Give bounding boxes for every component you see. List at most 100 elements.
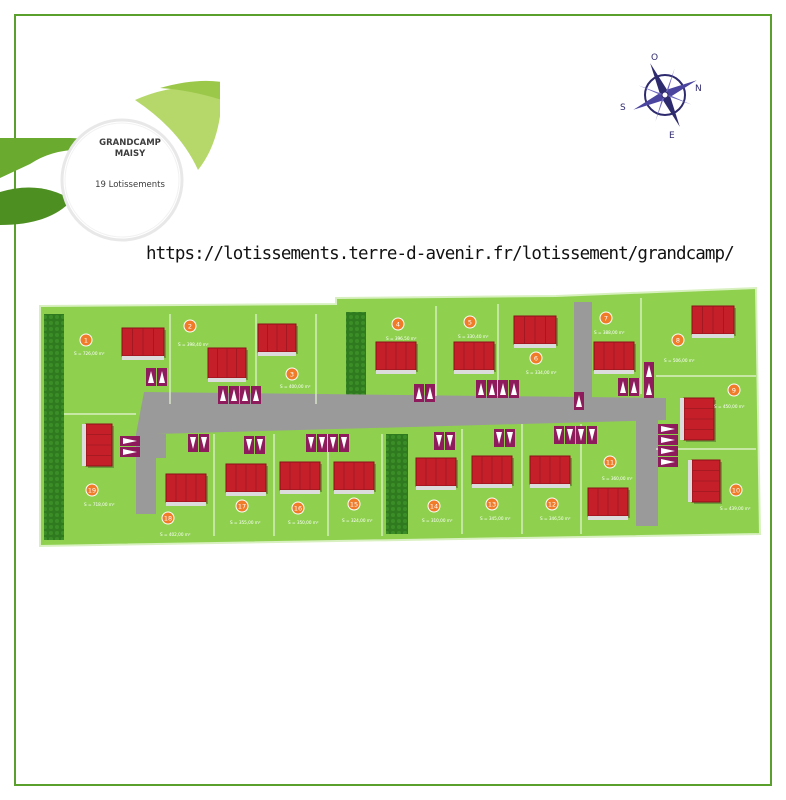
parking-space xyxy=(644,380,654,398)
parking-space xyxy=(618,378,628,396)
parking-space xyxy=(445,432,455,450)
logo-town-line2: MAISY xyxy=(114,149,146,159)
lot-number-badge xyxy=(727,383,741,397)
parking-space xyxy=(317,434,327,452)
house-roof xyxy=(471,455,514,488)
lot-area: S = 718,00 m² xyxy=(84,502,115,507)
internal-road xyxy=(136,302,666,526)
lot-number: 16 xyxy=(294,505,302,513)
lot-14[interactable]: 14S = 310,00 m² xyxy=(422,499,453,523)
parking-space xyxy=(509,380,519,398)
lot-number: 11 xyxy=(606,459,614,467)
lot-number: 13 xyxy=(488,501,496,509)
lot-number: 4 xyxy=(396,321,400,329)
lot-6[interactable]: 6S = 334,00 m² xyxy=(526,351,557,375)
parking-space xyxy=(251,386,261,404)
lot-1[interactable]: 1 S = 726,00 m² xyxy=(74,333,105,356)
logo-town-name: GRANDCAMP MAISY xyxy=(60,138,200,160)
logo-lots-count: 19 Lotissements xyxy=(95,180,165,190)
lot-area: S = 334,00 m² xyxy=(526,370,557,375)
lot-11[interactable]: 11S = 360,00 m² xyxy=(602,455,633,481)
lot-number: 3 xyxy=(290,371,294,379)
house-roof xyxy=(680,397,716,442)
parking-space xyxy=(306,434,316,452)
compass-west-label: O xyxy=(651,53,658,63)
lot-16[interactable]: 16S = 350,00 m² xyxy=(288,501,319,525)
lot-13[interactable]: 13S = 345,00 m² xyxy=(480,497,511,521)
lot-area: S = 330,40 m² xyxy=(458,334,489,339)
lot-number-badge xyxy=(391,317,405,331)
parking-space xyxy=(425,384,435,402)
lot-number: 18 xyxy=(164,515,172,523)
lot-number-badge xyxy=(603,455,617,469)
lot-15[interactable]: 15S = 324,00 m² xyxy=(342,497,373,523)
lot-area: S = 310,00 m² xyxy=(422,518,453,523)
parking-space xyxy=(476,380,486,398)
hedge-center-north xyxy=(346,312,366,404)
page-frame xyxy=(14,14,772,786)
house-roof xyxy=(593,341,636,374)
lot-labels: 1 S = 726,00 m² 2S = 398,40 m² 3 S = 400,00 … xyxy=(74,311,751,537)
parking-space xyxy=(629,378,639,396)
lot-17[interactable]: 17 S = 355,00 m² xyxy=(230,499,261,525)
lot-number: 1 xyxy=(84,337,88,345)
lot-18[interactable]: 18 S = 402,00 m² xyxy=(160,511,191,537)
house-roof xyxy=(529,455,572,488)
parking-space xyxy=(498,380,508,398)
lot-number-badge xyxy=(183,319,197,333)
lot-2[interactable]: 2S = 398,40 m² xyxy=(178,319,209,347)
parking-space xyxy=(414,384,424,402)
house-roof xyxy=(257,323,298,356)
lot-area: S = 324,00 m² xyxy=(342,518,373,523)
lot-19[interactable]: 19S = 718,00 m² xyxy=(84,483,115,507)
house-roof xyxy=(207,347,248,382)
parking-space xyxy=(146,368,156,386)
parking-space xyxy=(658,457,678,467)
parking-space xyxy=(487,380,497,398)
lot-number-badge xyxy=(161,511,175,525)
house-roof xyxy=(688,459,722,504)
lot-4[interactable]: 4 S = 396,50 m² xyxy=(386,317,417,341)
lot-3[interactable]: 3 S = 400,00 m² xyxy=(280,367,311,389)
lot-10[interactable]: 10S = 439,00 m² xyxy=(720,483,751,511)
parking-space xyxy=(339,434,349,452)
lot-area: S = 450,00 m² xyxy=(714,404,745,409)
grandcamp-logo xyxy=(0,80,220,242)
compass-east-label: E xyxy=(669,131,675,141)
lot-number-badge xyxy=(79,333,93,347)
lot-area: S = 396,50 m² xyxy=(386,336,417,341)
site-url[interactable]: https://lotissements.terre-d-avenir.fr/l… xyxy=(146,244,735,264)
lot-number-badge xyxy=(463,315,477,329)
parking-space xyxy=(644,362,654,380)
lot-area: S = 726,00 m² xyxy=(74,351,105,356)
lot-number-badge xyxy=(599,311,613,325)
parking-space xyxy=(494,429,504,447)
lot-9[interactable]: 9S = 450,00 m² xyxy=(714,383,745,409)
lot-number: 8 xyxy=(676,337,680,345)
house-roof xyxy=(165,473,208,506)
parking-space xyxy=(587,426,597,444)
lot-number: 5 xyxy=(468,319,472,327)
house-roof xyxy=(691,305,736,338)
parking-space xyxy=(120,436,140,446)
house-roofs xyxy=(82,305,736,520)
parking-space xyxy=(229,386,239,404)
lot-8[interactable]: 8S = 506,00 m² xyxy=(664,333,695,363)
parking-space xyxy=(658,446,678,456)
lot-number: 17 xyxy=(238,503,246,511)
lot-area: S = 355,00 m² xyxy=(230,520,261,525)
lot-7[interactable]: 7S = 388,00 m² xyxy=(594,311,625,335)
parking-space xyxy=(658,435,678,445)
parking-space xyxy=(434,432,444,450)
logo-town-line1: GRANDCAMP xyxy=(99,138,161,148)
lot-area: S = 402,00 m² xyxy=(160,532,191,537)
lot-5[interactable]: 5 S = 330,40 m² xyxy=(458,315,489,339)
lot-area: S = 400,00 m² xyxy=(280,384,311,389)
house-roof xyxy=(121,327,166,360)
compass-south-label: S xyxy=(620,103,626,113)
lot-number: 10 xyxy=(732,487,740,495)
parking-space xyxy=(255,436,265,454)
lot-number-badge xyxy=(347,497,361,511)
lot-12[interactable]: 12S = 346,50 m² xyxy=(540,497,571,521)
parking-space xyxy=(565,426,575,444)
